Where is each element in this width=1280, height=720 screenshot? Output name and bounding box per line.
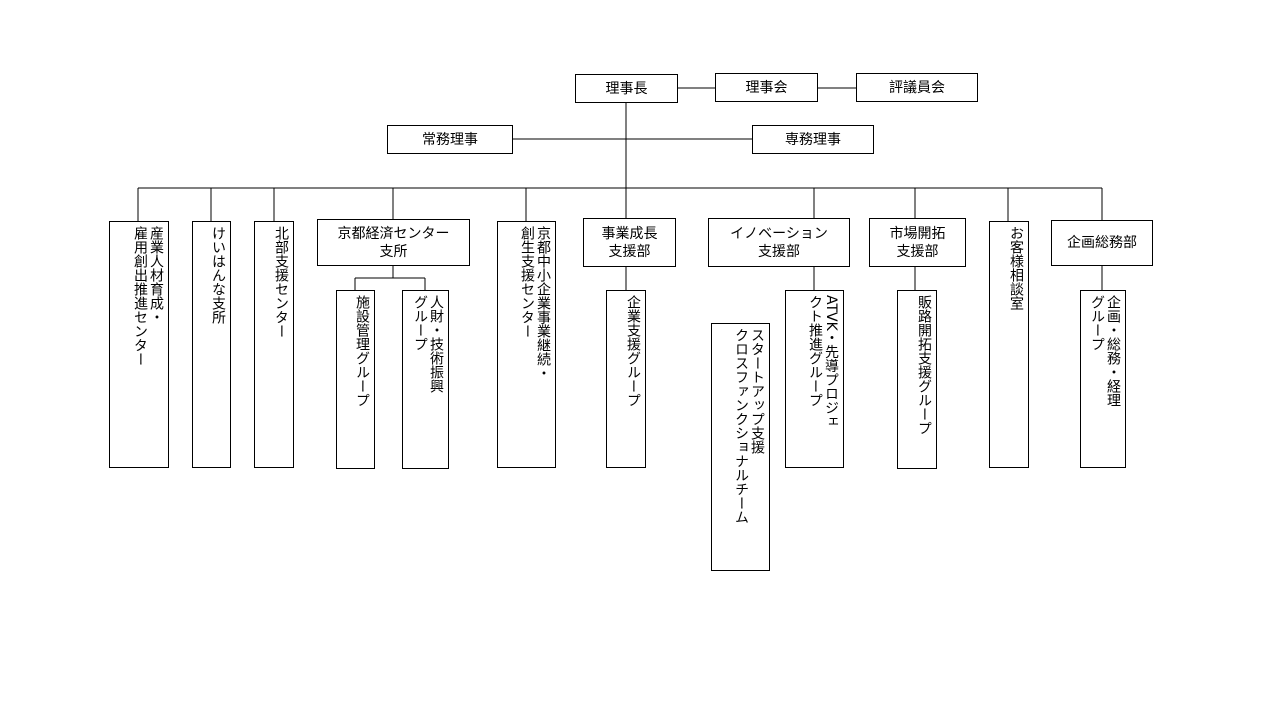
innovation-dept-box: イノベーション 支援部 [708,218,850,267]
managing-director-box: 常務理事 [387,125,513,154]
keihanna-branch-box: けいはんな支所 [192,221,231,468]
sangyo-center-box: 産業人材育成・ 雇用創出推進センター [109,221,169,468]
jinzai-group-box: 人財・技術振興 グループ [402,290,449,469]
jigyo-seicho-dept-box: 事業成長 支援部 [583,218,676,267]
chairman-box: 理事長 [575,74,678,103]
okyaku-sodan-box: お客様相談室 [989,221,1029,468]
startup-team-box: スタートアップ支援 クロスファンクショナルチーム [711,323,770,571]
shijo-kaitaku-dept-box: 市場開拓 支援部 [869,218,966,267]
board-box: 理事会 [715,73,818,102]
atvk-group-box: ATVK・先導プロジェ クト推進グループ [785,290,844,468]
kikaku-group-box: 企画・総務・経理 グループ [1080,290,1126,468]
kikaku-somu-dept-box: 企画総務部 [1051,220,1153,266]
kyoto-keizai-branch-box: 京都経済センター 支所 [317,219,470,266]
hanro-group-box: 販路開拓支援グループ [897,290,937,469]
shisetsu-group-box: 施設管理グループ [336,290,375,469]
kigyo-shien-group-box: 企業支援グループ [606,290,646,468]
keisho-center-box: 京都中小企業事業継続・ 創生支援センター [497,221,556,468]
hokubu-center-box: 北部支援センター [254,221,294,468]
executive-director-box: 専務理事 [752,125,874,154]
councilors-box: 評議員会 [856,73,978,102]
